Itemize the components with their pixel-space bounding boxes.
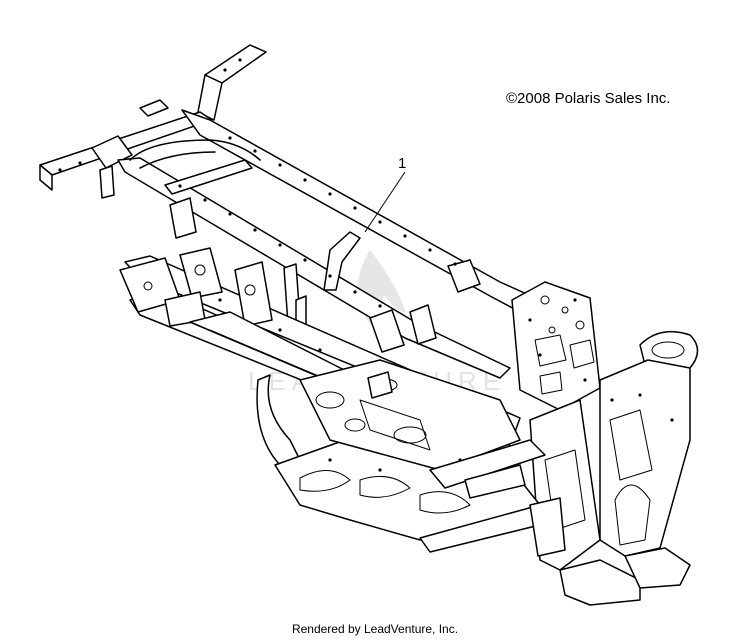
rail-holes xyxy=(58,58,457,308)
callout-number: 1 xyxy=(398,155,406,172)
front-tower xyxy=(511,281,699,606)
copyright-notice: ©2008 Polaris Sales Inc. xyxy=(506,90,671,107)
callout-1: 1 xyxy=(364,155,406,233)
lower-frame xyxy=(119,247,566,557)
upper-rail-frame xyxy=(39,44,541,379)
callout-leader-line xyxy=(364,171,406,233)
rendered-by-footer: Rendered by LeadVenture, Inc. xyxy=(291,622,459,636)
